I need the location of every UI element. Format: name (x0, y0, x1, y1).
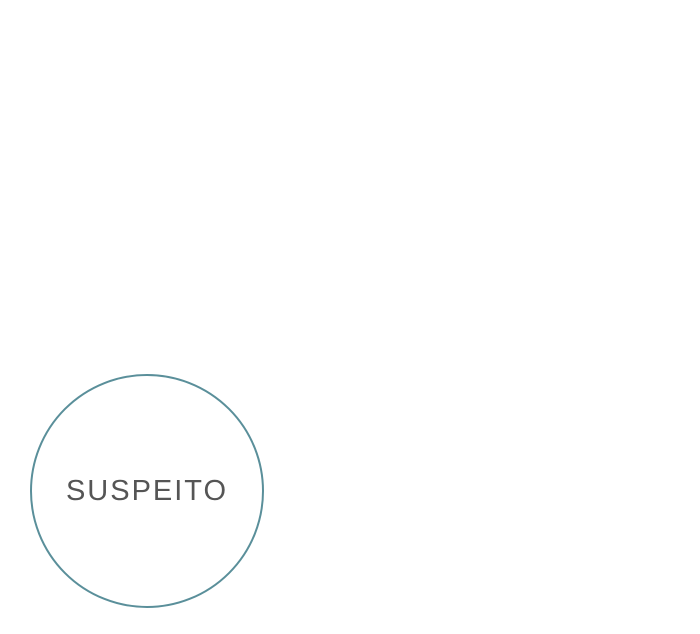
status-circle[interactable]: SUSPEITO (30, 374, 264, 608)
status-label: SUSPEITO (65, 474, 229, 507)
